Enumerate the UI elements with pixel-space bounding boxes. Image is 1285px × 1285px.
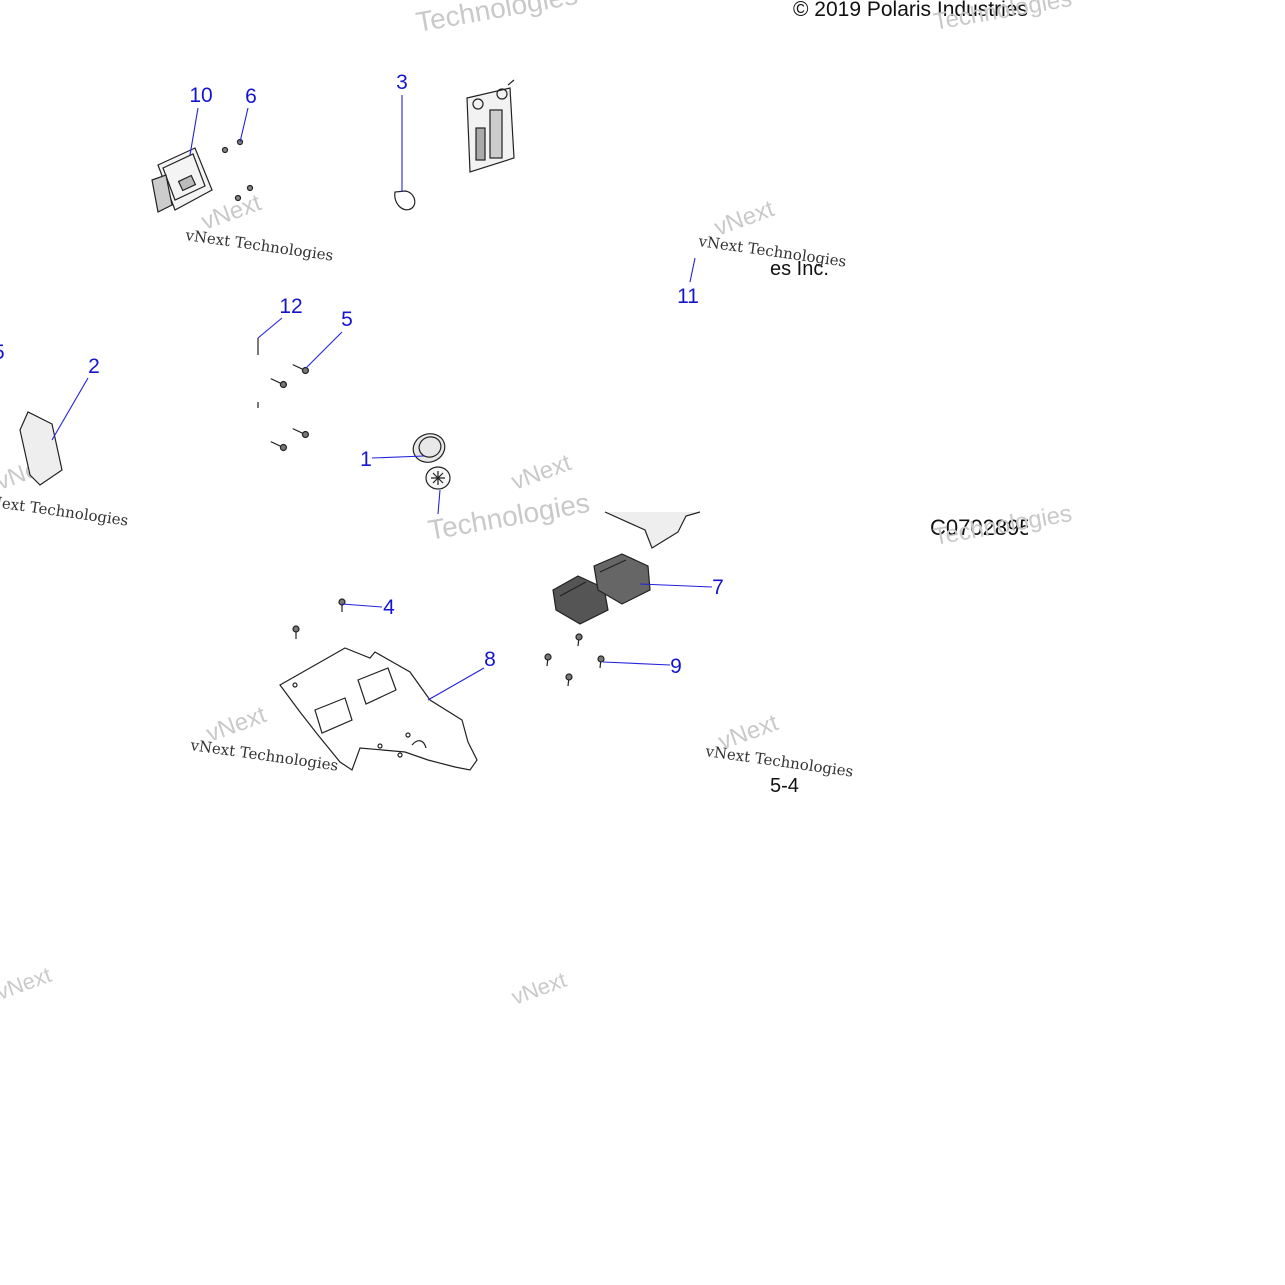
callout-fragment: 5: [0, 341, 5, 364]
callout-2[interactable]: 2: [88, 355, 100, 378]
callout-12[interactable]: 12: [279, 295, 302, 318]
callout-11[interactable]: 11: [677, 285, 699, 308]
callout-6[interactable]: 6: [245, 85, 257, 108]
screw-set-6-icon[interactable]: [221, 138, 254, 202]
ring-clip-icon[interactable]: [394, 190, 416, 211]
watermark: vNext: [0, 962, 55, 1005]
watermark: vNext: [203, 701, 270, 747]
watermark: Technologies: [931, 500, 1074, 551]
ecu-module-icon[interactable]: [151, 147, 213, 213]
leader-lines: [51, 95, 713, 701]
callout-4[interactable]: 4: [383, 596, 395, 619]
callout-5[interactable]: 5: [341, 308, 353, 331]
callout-7[interactable]: 7: [712, 576, 724, 599]
watermark: vNext: [198, 189, 265, 235]
page-number-fragment: 5-4: [770, 775, 799, 797]
bolt-set-4-icon[interactable]: [292, 598, 346, 639]
drawing-code: C0702895: [930, 515, 1028, 540]
watermark: vNext: [508, 449, 575, 495]
copyright-text: © 2019 Polaris Industries: [793, 0, 1028, 21]
bolt-set-5-icon[interactable]: [269, 362, 310, 452]
watermark: vNext: [711, 195, 778, 241]
watermark: vNext Technologies: [0, 491, 130, 530]
cap-grommet-icon[interactable]: [409, 429, 451, 490]
screw-set-9-icon[interactable]: [544, 633, 605, 687]
callout-1[interactable]: 1: [360, 448, 372, 471]
watermark: Technologies: [931, 0, 1074, 36]
mount-plate-fragment-icon: [604, 511, 701, 549]
watermark: vNext: [508, 967, 569, 1010]
callout-3[interactable]: 3: [396, 71, 408, 94]
relay-block-icon[interactable]: [552, 553, 651, 625]
watermark-layer: Technologies Technologies vNext Technolo…: [0, 0, 1074, 1010]
callout-8[interactable]: 8: [484, 648, 496, 671]
callout-9[interactable]: 9: [670, 655, 682, 678]
watermark: Technologies: [414, 0, 580, 38]
callout-10[interactable]: 10: [189, 84, 212, 107]
copyright-fragment: es Inc.: [770, 258, 829, 280]
mounting-plate-icon[interactable]: [279, 647, 478, 771]
controller-module-icon[interactable]: [466, 79, 515, 173]
bracket-icon[interactable]: [19, 411, 63, 486]
callout-labels: 1 2 3 4 5 6 7 8 9 10 11 12: [88, 71, 724, 678]
watermark: Technologies: [426, 487, 592, 546]
